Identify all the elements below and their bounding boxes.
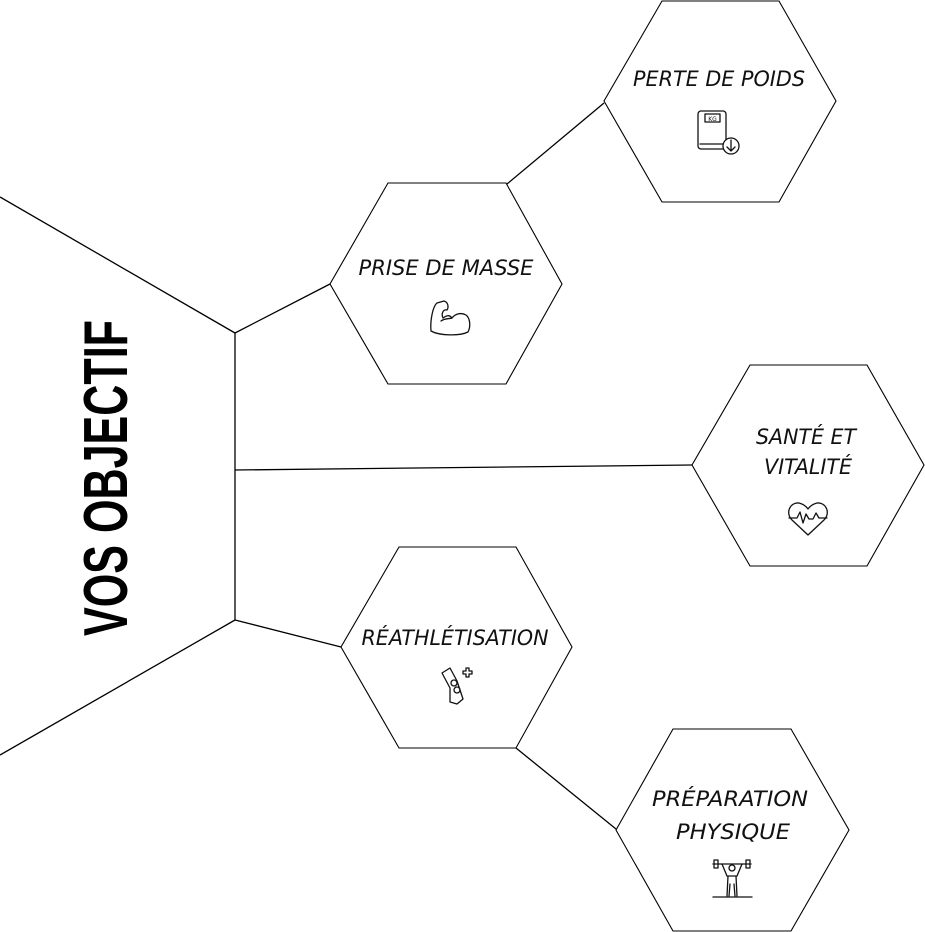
- goal-preparation-physique[interactable]: PRÉPARATION PHYSIQUE: [615, 728, 850, 932]
- connector-line: [234, 464, 693, 471]
- hexagon: [615, 728, 850, 932]
- goal-reathletisation[interactable]: RÉATHLÉTISATION: [340, 546, 573, 749]
- connector-line: [234, 283, 331, 334]
- connector-line: [506, 102, 605, 185]
- heartbeat-icon: [788, 502, 828, 536]
- goal-label-line2: PHYSIQUE: [676, 820, 791, 844]
- goal-prise-de-masse[interactable]: PRISE DE MASSE: [329, 182, 563, 385]
- connector-line: [234, 619, 342, 648]
- goal-label-line1: PRÉPARATION: [652, 786, 808, 811]
- connectors: [0, 102, 693, 830]
- scale-display-text: KG: [708, 116, 717, 123]
- goal-label: PERTE DE POIDS: [633, 67, 805, 91]
- goal-label: PRISE DE MASSE: [359, 256, 535, 280]
- hexagon: [691, 364, 925, 567]
- goal-label: RÉATHLÉTISATION: [362, 625, 549, 650]
- knee-rehab-icon: [441, 667, 473, 705]
- flexed-bicep-icon: [430, 300, 471, 336]
- goal-label-line2: VITALITÉ: [764, 454, 853, 479]
- hexagon: [329, 182, 563, 385]
- goal-sante-et-vitalite[interactable]: SANTÉ ET VITALITÉ: [691, 364, 925, 567]
- weightlifter-icon: [712, 859, 753, 898]
- weight-scale-icon: KG: [697, 110, 740, 155]
- goal-perte-de-poids[interactable]: PERTE DE POIDS KG: [603, 0, 837, 203]
- connector-line: [0, 619, 236, 756]
- connector-line: [0, 196, 236, 334]
- diagram-title: VOS OBJECTIF: [72, 320, 141, 636]
- hexagon: [340, 546, 573, 749]
- connector-line: [515, 747, 617, 830]
- hexagon: [603, 0, 837, 203]
- goal-label-line1: SANTÉ ET: [756, 424, 858, 449]
